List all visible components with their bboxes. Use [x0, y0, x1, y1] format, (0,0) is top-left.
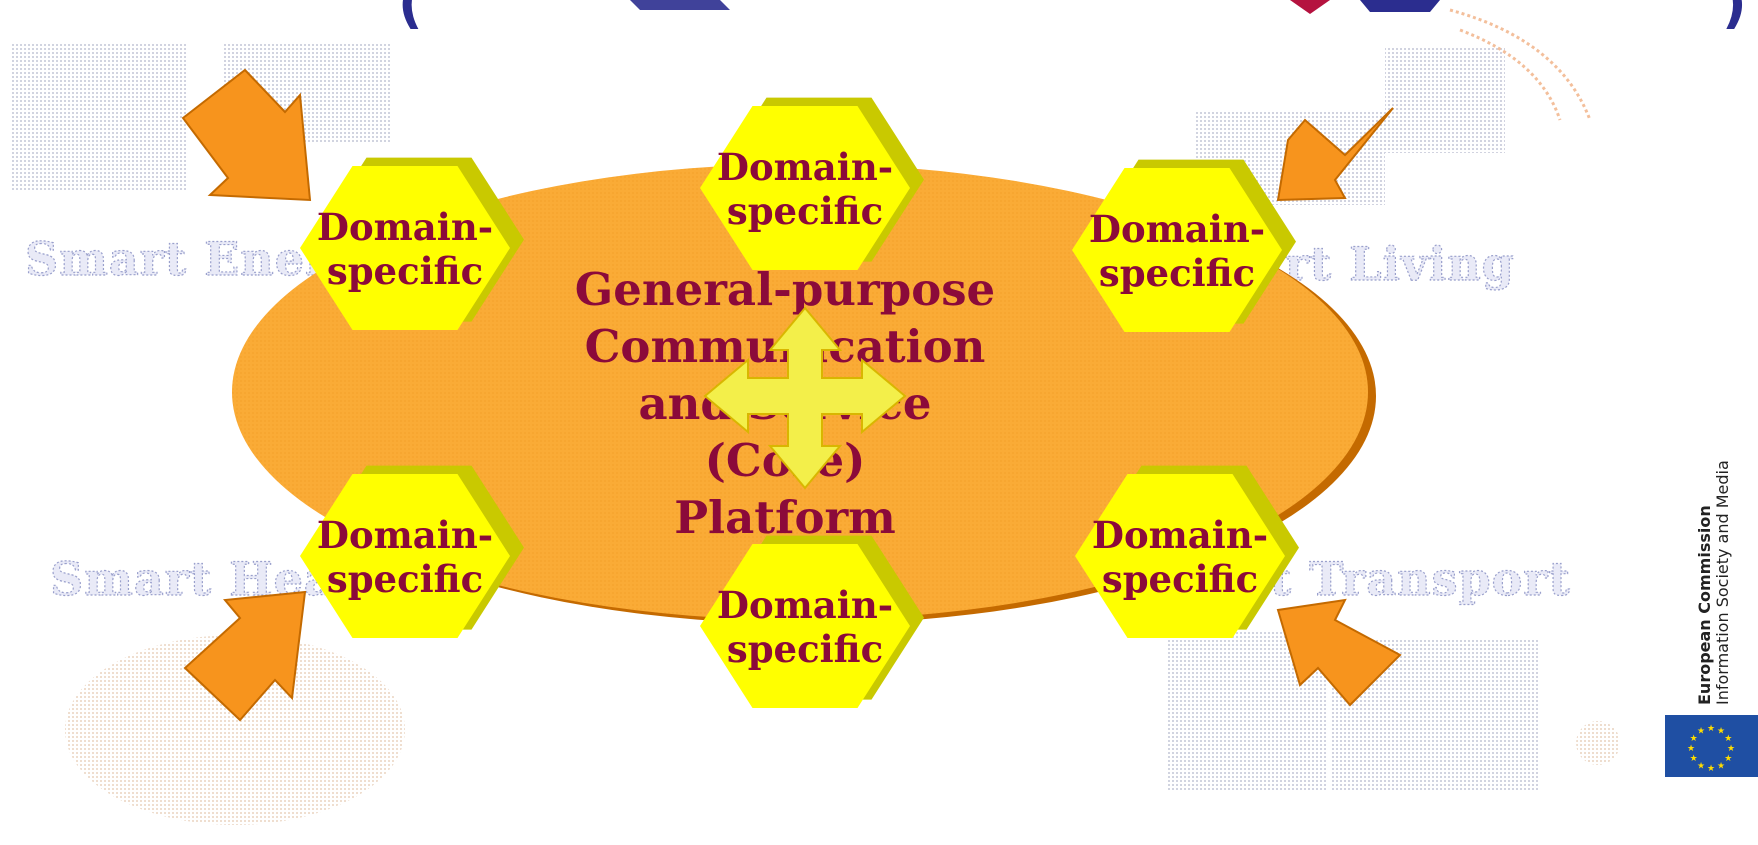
ec-directorate: Information Society and Media	[1713, 460, 1732, 705]
domain-hexagon-top-right: Domain-specific	[1072, 159, 1296, 332]
smart-health-image	[65, 635, 405, 825]
title-cut-glyphs-right	[1360, 0, 1440, 12]
slide-title: ( )	[398, 0, 1747, 35]
core-line-5: Platform	[674, 491, 896, 544]
hexagon-label-line-1: Domain-	[317, 513, 493, 557]
hexagon-label-line-1: Domain-	[717, 145, 893, 189]
domain-hexagon-bottom-left: Domain-specific	[300, 465, 524, 638]
domain-hexagon-bottom-center: Domain-specific	[700, 535, 924, 708]
arrow-bottom-left	[183, 590, 307, 722]
title-right-fragment: )	[1722, 0, 1747, 35]
smart-living-image-2	[1385, 48, 1505, 153]
hexagon-label-line-2: specific	[327, 249, 483, 293]
ec-org-name: European Commission	[1695, 505, 1714, 705]
background-images	[12, 8, 1620, 825]
hexagon-label-line-2: specific	[727, 627, 883, 671]
domain-hexagon-top-center: Domain-specific	[700, 97, 924, 270]
eu-branding: European Commission Information Society …	[1665, 460, 1758, 777]
eu-star: ★	[1687, 744, 1695, 754]
hexagon-face	[1072, 168, 1282, 332]
eu-star: ★	[1724, 734, 1732, 744]
smart-energy-image	[12, 42, 187, 192]
eu-stars-icon: ★★★★★★★★★★★★	[1687, 724, 1735, 774]
hexagon-label-line-2: specific	[327, 557, 483, 601]
four-way-arrow-icon	[703, 306, 907, 490]
signal-arc-2	[1459, 28, 1562, 121]
eu-star: ★	[1717, 761, 1725, 771]
title-left-fragment: (	[398, 0, 423, 35]
eu-star: ★	[1697, 727, 1705, 737]
eu-star: ★	[1707, 764, 1715, 774]
eu-star: ★	[1690, 734, 1698, 744]
core-line-1: General-purpose	[575, 263, 995, 316]
hexagon-label-line-1: Domain-	[717, 583, 893, 627]
eu-star: ★	[1707, 724, 1715, 734]
domain-arrows	[181, 68, 1402, 722]
hexagon-label-line-2: specific	[1102, 557, 1258, 601]
eu-star: ★	[1727, 744, 1735, 754]
eu-star: ★	[1697, 761, 1705, 771]
title-cut-glyphs-left	[630, 0, 730, 10]
hexagon-label-line-2: specific	[1099, 251, 1255, 295]
arrow-top-left	[181, 68, 312, 202]
hexagon-face	[700, 544, 910, 708]
hexagon-label-line-1: Domain-	[1089, 207, 1265, 251]
domain-hexagon-top-left: Domain-specific	[300, 157, 524, 330]
hexagon-face	[700, 106, 910, 270]
arrow-bottom-right	[1276, 598, 1402, 707]
decorative-dots	[1576, 721, 1620, 765]
hexagon-label-line-1: Domain-	[1092, 513, 1268, 557]
title-cut-glyph-red	[1290, 0, 1330, 14]
domain-hexagon-bottom-right: Domain-specific	[1075, 465, 1299, 638]
hexagon-label-line-2: specific	[727, 189, 883, 233]
eu-flag-icon	[1665, 715, 1758, 777]
eu-star: ★	[1717, 727, 1725, 737]
hexagon-face	[1075, 474, 1285, 638]
hexagon-face	[300, 474, 510, 638]
hexagon-face	[300, 166, 510, 330]
eu-star: ★	[1690, 754, 1698, 764]
hexagon-label-line-1: Domain-	[317, 205, 493, 249]
eu-star: ★	[1724, 754, 1732, 764]
arrow-top-right	[1276, 107, 1394, 202]
signal-arc-1	[1449, 8, 1592, 121]
core-platform-label: General-purpose Communication and Servic…	[575, 263, 995, 544]
